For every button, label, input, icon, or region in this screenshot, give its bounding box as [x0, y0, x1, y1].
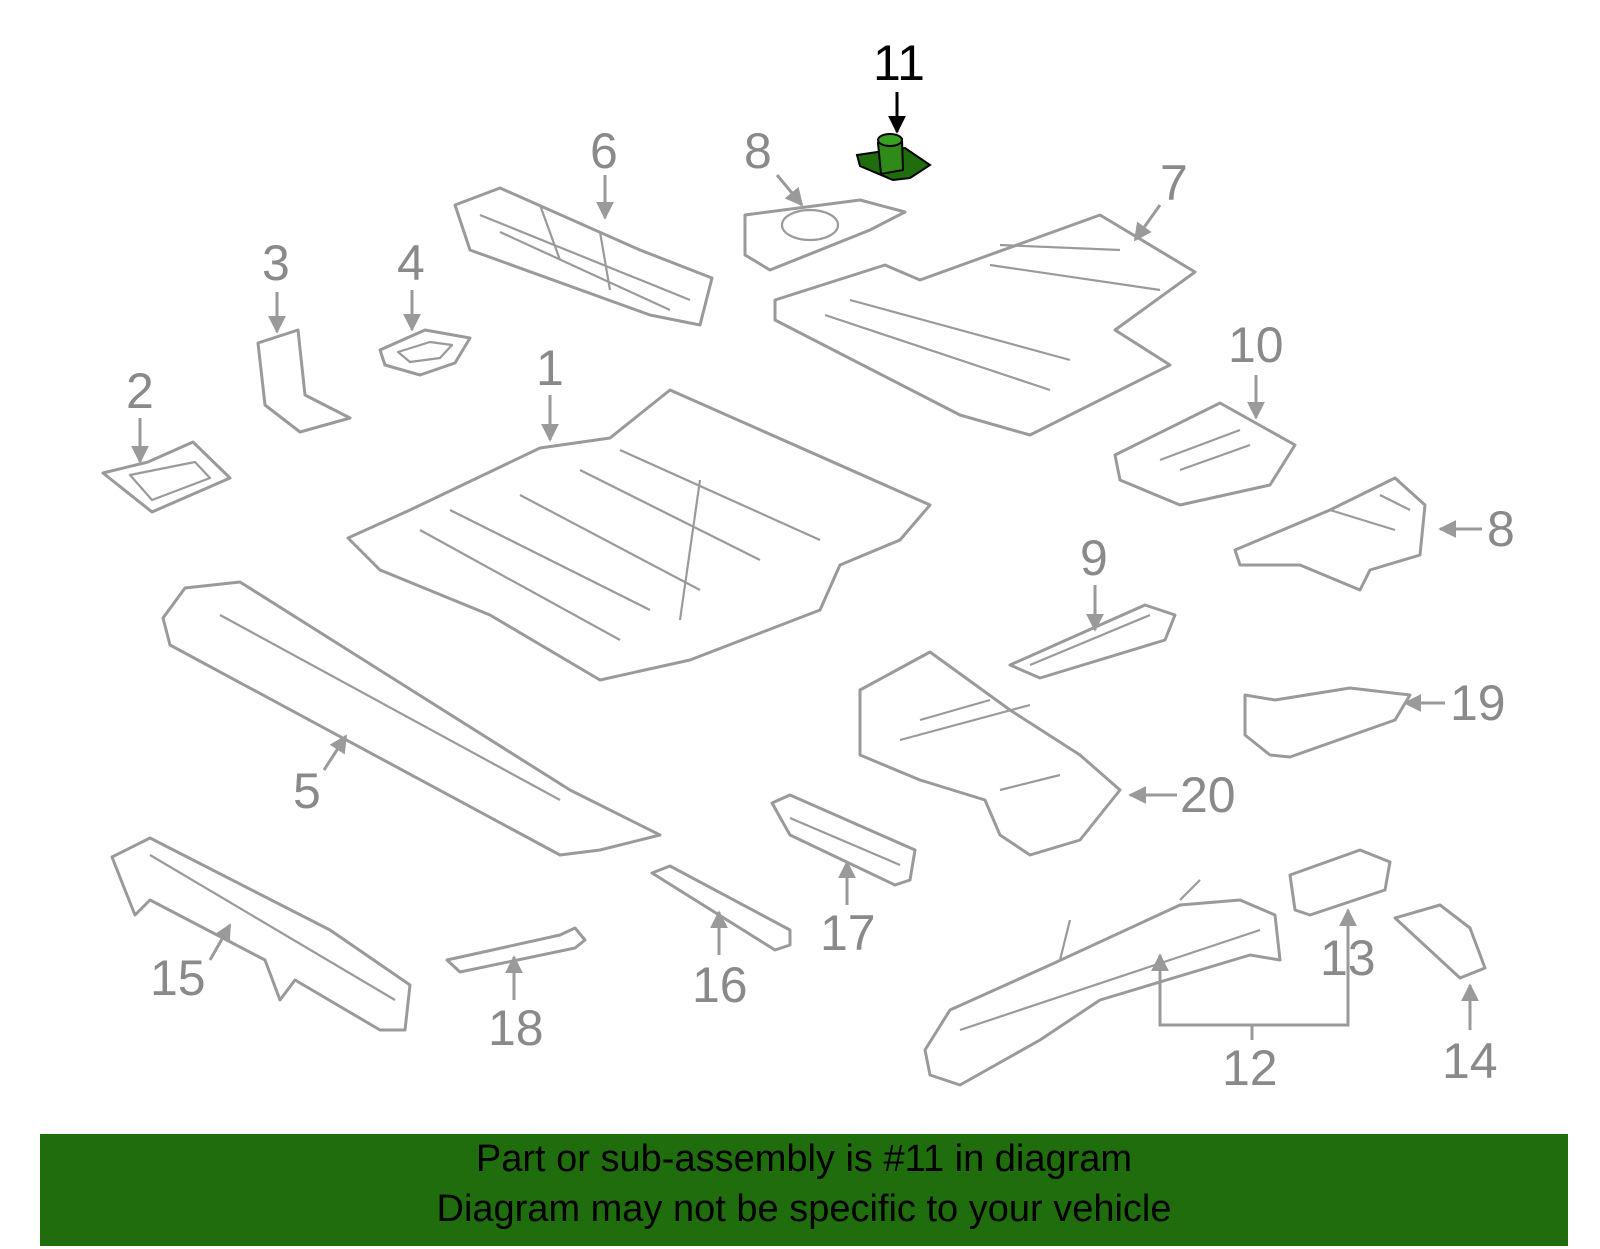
part-7-rear-floor	[773, 213, 1197, 437]
part-4-plate	[378, 328, 472, 377]
callout-17: 17	[820, 905, 876, 961]
callout-20: 20	[1180, 767, 1236, 823]
part-2-panel	[101, 440, 232, 514]
callout-8-top: 8	[744, 123, 772, 179]
callout-3: 3	[262, 235, 290, 291]
part-8-right-bracket	[1233, 476, 1427, 592]
callout-5: 5	[293, 763, 321, 819]
info-banner: Part or sub-assembly is #11 in diagram D…	[40, 1134, 1568, 1246]
callout-10: 10	[1228, 317, 1284, 373]
part-14-gusset	[1393, 903, 1487, 980]
part-8-top-bracket	[743, 198, 907, 272]
part-17-channel	[770, 793, 917, 887]
callout-16: 16	[692, 957, 748, 1013]
part-12-side-rail	[923, 879, 1282, 1087]
callout-8-right: 8	[1487, 501, 1515, 557]
part-9-strip	[1008, 603, 1177, 680]
callout-7: 7	[1160, 155, 1188, 211]
callout-15: 15	[150, 950, 206, 1006]
leader-lines	[131, 92, 1482, 1040]
part-19-bracket	[1243, 686, 1412, 759]
banner-line-1: Part or sub-assembly is #11 in diagram	[475, 1138, 1133, 1180]
part-5-crossmember	[161, 580, 662, 857]
callout-6: 6	[590, 123, 618, 179]
part-18-strap	[445, 926, 587, 974]
part-10-tub	[1113, 401, 1297, 507]
callout-13: 13	[1320, 930, 1376, 986]
callout-2: 2	[126, 363, 154, 419]
part-16-bar	[650, 864, 792, 952]
callout-18: 18	[488, 1000, 544, 1056]
callout-9: 9	[1080, 530, 1108, 586]
callout-4: 4	[397, 235, 425, 291]
callout-14: 14	[1442, 1033, 1498, 1089]
callout-12: 12	[1222, 1040, 1278, 1096]
part-11-highlight	[855, 133, 932, 182]
part-13-bracket	[1288, 848, 1392, 917]
part-15-rail	[110, 836, 412, 1032]
part-6-rail	[453, 186, 714, 327]
callout-19: 19	[1450, 675, 1506, 731]
part-1-main-floor	[346, 388, 932, 682]
part-20-pan	[858, 650, 1122, 857]
callout-1: 1	[536, 340, 564, 396]
banner-line-2: Diagram may not be specific to your vehi…	[436, 1188, 1172, 1230]
part-3-bracket	[256, 328, 352, 434]
callout-11: 11	[873, 35, 925, 91]
